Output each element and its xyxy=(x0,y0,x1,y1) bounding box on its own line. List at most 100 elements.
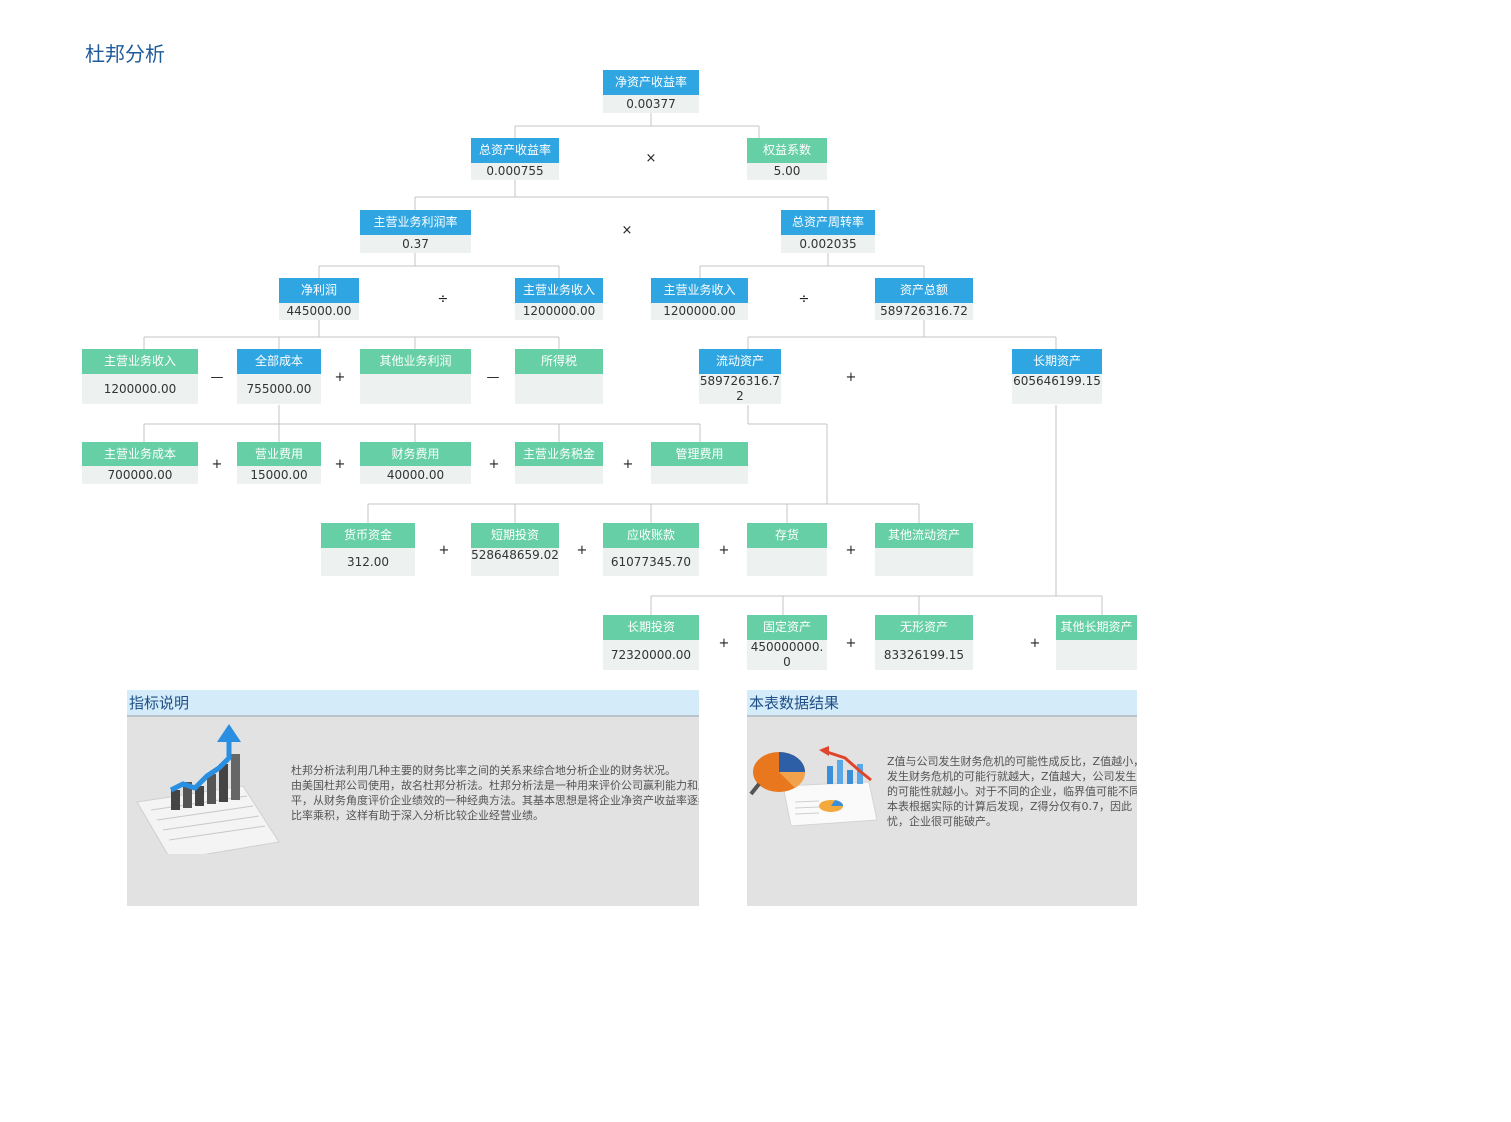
indicator-line-2: 由美国杜邦公司使用，故名杜邦分析法。杜邦分析法是一种用来评价公司赢利能力和股东权… xyxy=(291,779,699,792)
plus-operator: + xyxy=(438,543,450,558)
node-roe: 净资产收益率 0.00377 xyxy=(603,70,699,113)
node-fixed-assets: 固定资产 450000000.0 xyxy=(747,615,827,670)
node-label: 财务费用 xyxy=(360,442,471,466)
plus-operator: + xyxy=(622,457,634,472)
node-value: 72320000.00 xyxy=(603,640,699,670)
node-other-current: 其他流动资产 xyxy=(875,523,973,576)
divide-operator: ÷ xyxy=(437,292,449,307)
node-label: 其他业务利润 xyxy=(360,349,471,374)
node-label: 管理费用 xyxy=(651,442,748,466)
node-label: 资产总额 xyxy=(875,278,973,303)
plus-operator: + xyxy=(334,370,346,385)
plus-operator: + xyxy=(1029,636,1041,651)
node-label: 权益系数 xyxy=(747,138,827,163)
node-value: 40000.00 xyxy=(360,466,471,484)
node-label: 流动资产 xyxy=(699,349,781,374)
plus-operator: + xyxy=(334,457,346,472)
node-net-profit: 净利润 445000.00 xyxy=(279,278,359,320)
plus-operator: + xyxy=(211,457,223,472)
node-admin-expense: 管理费用 xyxy=(651,442,748,484)
node-value xyxy=(515,374,603,404)
node-cash: 货币资金 312.00 xyxy=(321,523,415,576)
node-longterm-assets: 长期资产 605646199.15 xyxy=(1012,349,1102,404)
node-label: 总资产周转率 xyxy=(781,210,875,235)
node-value: 0.002035 xyxy=(781,235,875,253)
indicator-panel-title: 指标说明 xyxy=(127,690,699,717)
node-value xyxy=(747,548,827,576)
plus-operator: + xyxy=(576,543,588,558)
node-label: 主营业务税金 xyxy=(515,442,603,466)
result-panel-title: 本表数据结果 xyxy=(747,690,1137,717)
node-long-investment: 长期投资 72320000.00 xyxy=(603,615,699,670)
node-current-assets: 流动资产 589726316.72 xyxy=(699,349,781,404)
node-revenue-c: 主营业务收入 1200000.00 xyxy=(82,349,198,404)
node-value: 312.00 xyxy=(321,548,415,576)
growth-chart-illustration xyxy=(136,724,280,854)
node-label: 存货 xyxy=(747,523,827,548)
node-value: 83326199.15 xyxy=(875,640,973,670)
node-label: 主营业务成本 xyxy=(82,442,198,466)
node-income-tax: 所得税 xyxy=(515,349,603,404)
report-chart-illustration xyxy=(749,746,878,827)
node-value xyxy=(360,374,471,404)
node-financial-expense: 财务费用 40000.00 xyxy=(360,442,471,484)
node-revenue-a: 主营业务收入 1200000.00 xyxy=(515,278,603,320)
node-value: 755000.00 xyxy=(237,374,321,404)
node-label: 主营业务利润率 xyxy=(360,210,471,235)
indicator-line-1: 杜邦分析法利用几种主要的财务比率之间的关系来综合地分析企业的财务状况。 xyxy=(291,764,676,777)
node-label: 营业费用 xyxy=(237,442,321,466)
node-value: 700000.00 xyxy=(82,466,198,484)
node-value: 0.000755 xyxy=(471,163,559,180)
node-value xyxy=(875,548,973,576)
node-intangible: 无形资产 83326199.15 xyxy=(875,615,973,670)
node-value: 5.00 xyxy=(747,163,827,180)
node-label: 货币资金 xyxy=(321,523,415,548)
result-panel: 本表数据结果 Z值与公司发生财务危机的可能性成反比，Z值越小， 发生财务危机的可… xyxy=(747,690,1137,906)
node-value xyxy=(651,466,748,484)
node-label: 主营业务收入 xyxy=(82,349,198,374)
node-label: 所得税 xyxy=(515,349,603,374)
divide-operator: ÷ xyxy=(798,292,810,307)
node-value: 1200000.00 xyxy=(82,374,198,404)
node-label: 短期投资 xyxy=(471,523,559,548)
node-value: 589726316.72 xyxy=(699,374,781,404)
node-other-profit: 其他业务利润 xyxy=(360,349,471,404)
node-total-cost: 全部成本 755000.00 xyxy=(237,349,321,404)
indicator-line-3: 平，从财务角度评价企业绩效的一种经典方法。其基本思想是将企业净资产收益率逐级分解… xyxy=(291,794,699,807)
node-label: 净利润 xyxy=(279,278,359,303)
node-cost-of-sales: 主营业务成本 700000.00 xyxy=(82,442,198,484)
node-roa: 总资产收益率 0.000755 xyxy=(471,138,559,180)
node-equity-multiplier: 权益系数 5.00 xyxy=(747,138,827,180)
node-label: 固定资产 xyxy=(747,615,827,640)
result-line-5: 忧，企业很可能破产。 xyxy=(887,815,997,828)
page-title: 杜邦分析 xyxy=(85,42,165,66)
node-value: 0.00377 xyxy=(603,95,699,113)
node-label: 长期投资 xyxy=(603,615,699,640)
node-value: 450000000.0 xyxy=(747,640,827,670)
node-value: 445000.00 xyxy=(279,303,359,320)
minus-operator: — xyxy=(486,370,500,385)
plus-operator: + xyxy=(488,457,500,472)
node-value: 61077345.70 xyxy=(603,548,699,576)
node-value xyxy=(1056,640,1137,670)
node-operating-expense: 营业费用 15000.00 xyxy=(237,442,321,484)
node-label: 全部成本 xyxy=(237,349,321,374)
node-other-longterm: 其他长期资产 xyxy=(1056,615,1137,670)
node-business-tax: 主营业务税金 xyxy=(515,442,603,484)
indicator-panel: 指标说明 杜邦分析法利用几种主要的财务比率之间的关系来综合地分析企业的财务状况。… xyxy=(127,690,699,906)
node-value: 528648659.02 xyxy=(471,548,559,576)
node-value: 1200000.00 xyxy=(651,303,748,320)
plus-operator: + xyxy=(718,543,730,558)
plus-operator: + xyxy=(845,543,857,558)
times-operator: × xyxy=(645,151,657,166)
node-label: 应收账款 xyxy=(603,523,699,548)
node-receivables: 应收账款 61077345.70 xyxy=(603,523,699,576)
node-label: 其他流动资产 xyxy=(875,523,973,548)
node-label: 净资产收益率 xyxy=(603,70,699,95)
node-value: 15000.00 xyxy=(237,466,321,484)
plus-operator: + xyxy=(718,636,730,651)
node-profit-margin: 主营业务利润率 0.37 xyxy=(360,210,471,253)
result-line-1: Z值与公司发生财务危机的可能性成反比，Z值越小， xyxy=(887,755,1137,768)
node-label: 其他长期资产 xyxy=(1056,615,1137,640)
